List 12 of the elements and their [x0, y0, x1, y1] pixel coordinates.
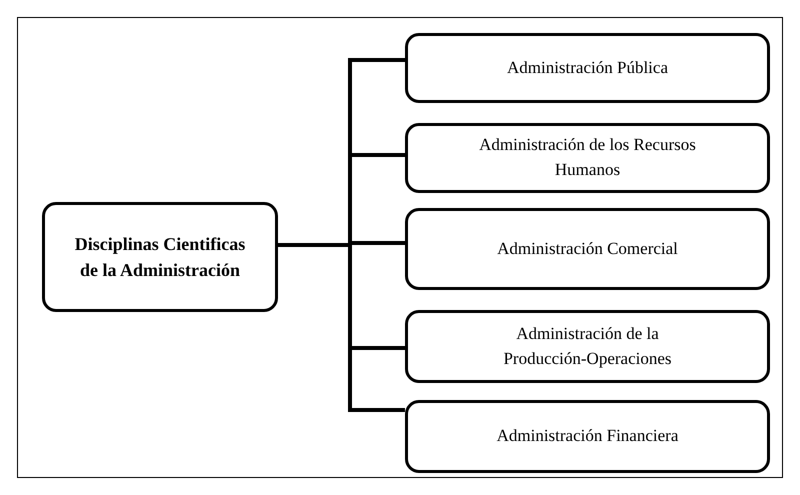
topic-box: [405, 208, 770, 290]
box-text: Administración Comercial: [497, 238, 678, 260]
box-text: Administración Financiera: [496, 425, 678, 448]
box-text: Administración de los Recursos Humanos: [478, 134, 697, 181]
topic-box: [405, 33, 770, 103]
topic-box: [405, 123, 770, 193]
topic-box: [405, 310, 770, 383]
box-text: Administración de la Producción-Operaciones: [502, 322, 673, 370]
root-box: [42, 202, 278, 312]
topic-box: [405, 400, 770, 473]
box-text: Disciplinas Cientificas de la Administración: [74, 232, 246, 282]
box-text: Administración Pública: [506, 56, 668, 79]
